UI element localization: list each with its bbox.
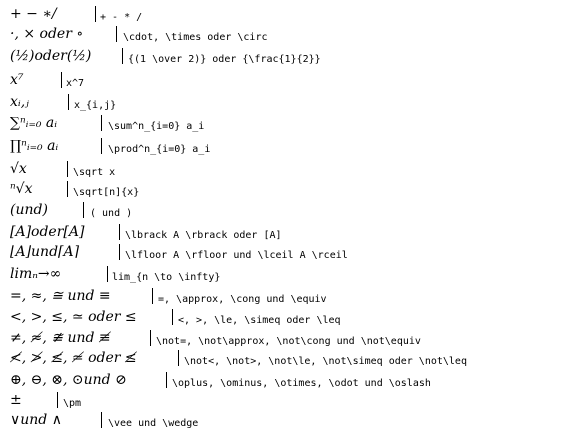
table-row: ∏ⁿᵢ₌₀ aᵢ \prod^n_{i=0} a_i bbox=[0, 138, 566, 160]
column-divider bbox=[68, 94, 69, 110]
latex-code: <, >, \le, \simeq oder \leq bbox=[178, 315, 341, 326]
column-divider bbox=[119, 244, 120, 260]
symbol-rendered: (und) bbox=[10, 202, 48, 218]
column-divider bbox=[83, 202, 84, 218]
column-divider bbox=[107, 266, 108, 282]
symbol-rendered: + − ∗/ bbox=[10, 6, 57, 22]
latex-code: \pm bbox=[63, 398, 82, 409]
column-divider bbox=[172, 309, 173, 325]
column-divider bbox=[116, 26, 117, 42]
symbol-rendered: limₙ→∞ bbox=[10, 266, 62, 282]
table-row: ≮, ≯, ≰, ≄ oder ≰ \not<, \not>, \not\le,… bbox=[0, 350, 566, 372]
table-row: xᵢ,ⱼ x_{i,j} bbox=[0, 94, 566, 116]
symbol-rendered: ⌊A⌋und⌈A⌉ bbox=[10, 244, 80, 260]
column-divider bbox=[119, 224, 120, 240]
latex-code: \not=, \not\approx, \not\cong und \not\e… bbox=[156, 336, 421, 347]
latex-code: \cdot, \times oder \circ bbox=[123, 32, 268, 43]
column-divider bbox=[101, 412, 102, 428]
symbol-rendered: ≠, ≉, ≇ und ≢ bbox=[10, 330, 111, 346]
column-divider bbox=[67, 181, 68, 197]
symbol-rendered: (½)oder(½) bbox=[10, 48, 92, 64]
symbol-rendered: xᵢ,ⱼ bbox=[10, 94, 29, 110]
column-divider bbox=[101, 115, 102, 131]
latex-code: \oplus, \ominus, \otimes, \odot und \osl… bbox=[172, 378, 431, 389]
table-row: ⊕, ⊖, ⊗, ⊙und ⊘ \oplus, \ominus, \otimes… bbox=[0, 372, 566, 394]
latex-code: \sqrt x bbox=[73, 167, 116, 178]
latex-code: \sum^n_{i=0} a_i bbox=[108, 121, 205, 132]
latex-code: \sqrt[n]{x} bbox=[73, 187, 140, 198]
column-divider bbox=[178, 350, 179, 366]
column-divider bbox=[122, 48, 123, 64]
column-divider bbox=[166, 372, 167, 388]
table-row: ∑ⁿᵢ₌₀ aᵢ \sum^n_{i=0} a_i bbox=[0, 115, 566, 137]
table-row: limₙ→∞ lim_{n \to \infty} bbox=[0, 266, 566, 288]
table-row: ⌊A⌋und⌈A⌉ \lfloor A \rfloor und \lceil A… bbox=[0, 244, 566, 266]
column-divider bbox=[61, 72, 62, 88]
table-row: + − ∗/ + - * / bbox=[0, 6, 566, 28]
symbol-rendered: ∨und ∧ bbox=[10, 412, 62, 428]
latex-code: {(1 \over 2)} oder {\frac{1}{2}} bbox=[128, 54, 321, 65]
latex-code: x_{i,j} bbox=[74, 100, 117, 111]
latex-code: \lbrack A \rbrack oder [A] bbox=[125, 230, 282, 241]
table-row: x⁷ x^7 bbox=[0, 72, 566, 94]
latex-code: \not<, \not>, \not\le, \not\simeq oder \… bbox=[184, 356, 467, 367]
table-row: [A]oder[A] \lbrack A \rbrack oder [A] bbox=[0, 224, 566, 246]
latex-code: lim_{n \to \infty} bbox=[112, 272, 221, 283]
table-row: (½)oder(½) {(1 \over 2)} oder {\frac{1}{… bbox=[0, 48, 566, 70]
table-row: (und) ( und ) bbox=[0, 202, 566, 224]
table-row: <, >, ≤, ≃ oder ≤ <, >, \le, \simeq oder… bbox=[0, 309, 566, 331]
column-divider bbox=[67, 161, 68, 177]
symbol-rendered: ± bbox=[10, 392, 22, 408]
latex-code: =, \approx, \cong und \equiv bbox=[158, 294, 327, 305]
column-divider bbox=[150, 330, 151, 346]
symbol-rendered: <, >, ≤, ≃ oder ≤ bbox=[10, 309, 137, 325]
symbol-rendered: [A]oder[A] bbox=[10, 224, 85, 240]
symbol-rendered: ·, × oder ∘ bbox=[10, 26, 84, 42]
symbol-rendered: ⊕, ⊖, ⊗, ⊙und ⊘ bbox=[10, 372, 127, 388]
symbol-rendered: x⁷ bbox=[10, 72, 24, 88]
table-row: ·, × oder ∘ \cdot, \times oder \circ bbox=[0, 26, 566, 48]
latex-code: ( und ) bbox=[90, 208, 133, 219]
symbol-rendered: ∑ⁿᵢ₌₀ aᵢ bbox=[10, 115, 58, 131]
column-divider bbox=[152, 288, 153, 304]
column-divider bbox=[95, 6, 96, 22]
latex-code: x^7 bbox=[66, 78, 85, 89]
latex-code: \vee und \wedge bbox=[108, 418, 199, 429]
table-row: √x \sqrt x bbox=[0, 161, 566, 183]
table-row: ± \pm bbox=[0, 392, 566, 414]
latex-code: + - * / bbox=[100, 12, 143, 23]
column-divider bbox=[57, 392, 58, 408]
symbol-rendered: ∏ⁿᵢ₌₀ aᵢ bbox=[10, 138, 59, 154]
symbol-rendered: √x bbox=[10, 161, 27, 177]
symbol-rendered: ≮, ≯, ≰, ≄ oder ≰ bbox=[10, 350, 137, 366]
latex-code: \lfloor A \rfloor und \lceil A \rceil bbox=[125, 250, 348, 261]
latex-code: \prod^n_{i=0} a_i bbox=[108, 144, 211, 155]
symbol-rendered: ⁿ√x bbox=[10, 181, 33, 197]
table-row: ⁿ√x \sqrt[n]{x} bbox=[0, 181, 566, 203]
symbol-rendered: =, ≈, ≅ und ≡ bbox=[10, 288, 111, 304]
table-row: ∨und ∧ \vee und \wedge bbox=[0, 412, 566, 434]
table-row: =, ≈, ≅ und ≡ =, \approx, \cong und \equ… bbox=[0, 288, 566, 310]
column-divider bbox=[101, 138, 102, 154]
table-row: ≠, ≉, ≇ und ≢ \not=, \not\approx, \not\c… bbox=[0, 330, 566, 352]
